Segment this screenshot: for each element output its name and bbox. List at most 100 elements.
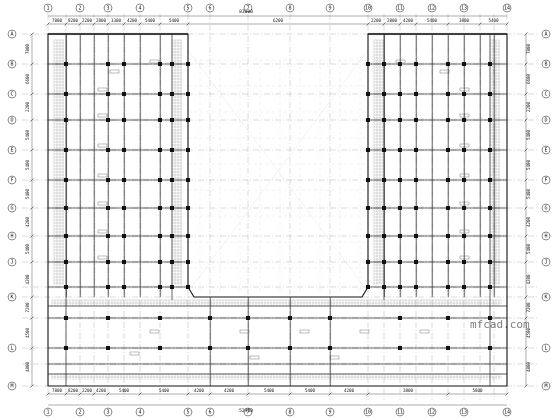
- bottom-axis-bubble-circle: [103, 407, 113, 417]
- dimension-tick: [30, 118, 34, 122]
- bottom-axis-bubble-circle: [395, 407, 405, 417]
- dimension-tick: [78, 392, 82, 396]
- column-marker: [446, 316, 450, 320]
- column-marker: [170, 234, 174, 238]
- column-marker: [488, 316, 492, 320]
- top-axis-bubble-label: 7: [246, 6, 249, 12]
- right-axis-bubble-circle: [541, 231, 551, 241]
- top-dimension-text: 2200: [371, 18, 382, 23]
- right-dimension-text: 5400: [526, 129, 531, 140]
- top-dimension-text: 2200: [82, 18, 93, 23]
- bottom-axis-bubble-label: 11: [397, 410, 403, 416]
- beam-annotation: [97, 255, 108, 260]
- column-marker: [462, 62, 466, 66]
- right-axis-bubble-label: K: [544, 295, 547, 301]
- left-dimension-text: 5400: [25, 188, 30, 199]
- column-marker: [398, 260, 402, 264]
- dimension-tick: [246, 392, 250, 396]
- right-axis-bubble-label: C: [544, 92, 547, 98]
- top-dimension-text: 5400: [145, 18, 156, 23]
- left-dimension-text: 7200: [25, 302, 30, 313]
- bottom-axis-bubble-circle: [205, 407, 215, 417]
- dimension-tick: [366, 392, 370, 396]
- column-marker: [106, 285, 110, 289]
- column-marker: [414, 92, 418, 96]
- dimension-tick: [524, 148, 528, 152]
- column-marker: [446, 178, 450, 182]
- column-marker: [382, 234, 386, 238]
- dimension-tick: [288, 392, 292, 396]
- column-marker: [186, 62, 190, 66]
- beam-annotation: [459, 113, 470, 118]
- left-axis-bubble-circle: [7, 203, 17, 213]
- column-marker: [158, 118, 162, 122]
- right-axis-bubble-circle: [541, 257, 551, 267]
- bottom-dimension-text: 5400: [305, 388, 316, 393]
- column-marker: [186, 92, 190, 96]
- right-axis-bubble-circle: [541, 381, 551, 391]
- beam-lines: [48, 33, 507, 386]
- left-axis-bubble-label: D: [10, 118, 13, 124]
- left-dimension-text: 4200: [25, 274, 30, 285]
- left-axis-bubble-label: E: [10, 148, 13, 154]
- top-axis-bubble-circle: [363, 3, 373, 13]
- beam-annotation: [359, 329, 370, 334]
- column-marker: [414, 285, 418, 289]
- beam-annotation: [129, 351, 140, 356]
- beam-annotation: [419, 329, 430, 334]
- dimension-tick: [158, 22, 162, 26]
- column-marker: [158, 148, 162, 152]
- column-marker: [488, 234, 492, 238]
- dimension-tick: [505, 392, 509, 396]
- column-marker: [446, 260, 450, 264]
- column-marker: [366, 178, 370, 182]
- top-dimension-text: 7800: [52, 18, 63, 23]
- column-marker: [106, 118, 110, 122]
- left-dimension-text: 4800: [25, 361, 30, 372]
- bottom-axis-bubble-label: 8: [288, 410, 291, 416]
- top-axis-bubble-label: 8: [288, 6, 291, 12]
- left-dimension-text: 6600: [25, 73, 30, 84]
- dimension-tick: [30, 92, 34, 96]
- dimension-tick: [524, 206, 528, 210]
- column-marker: [288, 316, 292, 320]
- right-axis-bubble-circle: [541, 175, 551, 185]
- bottom-dimension-text: 3800: [403, 388, 414, 393]
- right-axis-bubble-label: B: [544, 62, 547, 68]
- bottom-axis-bubble-label: 5: [186, 410, 189, 416]
- right-axis-bubble-label: J: [544, 260, 547, 266]
- bottom-axis-bubble-circle: [75, 407, 85, 417]
- column-marker: [106, 178, 110, 182]
- column-marker: [158, 92, 162, 96]
- courtyard-diagonal: [187, 49, 369, 293]
- column-marker: [64, 92, 68, 96]
- column-marker: [158, 260, 162, 264]
- column-marker: [488, 178, 492, 182]
- column-marker: [382, 118, 386, 122]
- dimension-tick: [30, 316, 34, 320]
- column-marker: [64, 260, 68, 264]
- overall-top-dimension-text: 83000: [239, 9, 253, 15]
- bottom-axis-bubble-label: 9: [328, 410, 331, 416]
- left-axis-bubble-label: A: [10, 32, 13, 38]
- column-marker: [246, 346, 250, 350]
- bottom-axis-bubble-circle: [43, 407, 53, 417]
- dimension-tick: [524, 118, 528, 122]
- column-marker: [64, 316, 68, 320]
- right-axis-bubble-circle: [541, 89, 551, 99]
- top-axis-bubble-circle: [103, 3, 113, 13]
- column-marker: [122, 206, 126, 210]
- right-dimension-text: 5400: [526, 188, 531, 199]
- column-marker: [122, 234, 126, 238]
- column-marker: [246, 316, 250, 320]
- right-axis-bubble-label: D: [544, 118, 547, 124]
- column-marker: [106, 346, 110, 350]
- left-dimension-text: 5400: [25, 243, 30, 254]
- bottom-dimension-text: 2200: [82, 388, 93, 393]
- right-axis-bubble-label: H: [544, 234, 547, 240]
- column-marker: [446, 118, 450, 122]
- overall-bottom-dimension-text: 52900: [239, 408, 253, 414]
- top-dimension-text: 4200: [403, 18, 414, 23]
- bottom-dimension-text: 8200: [68, 388, 79, 393]
- dimension-tick: [30, 346, 34, 350]
